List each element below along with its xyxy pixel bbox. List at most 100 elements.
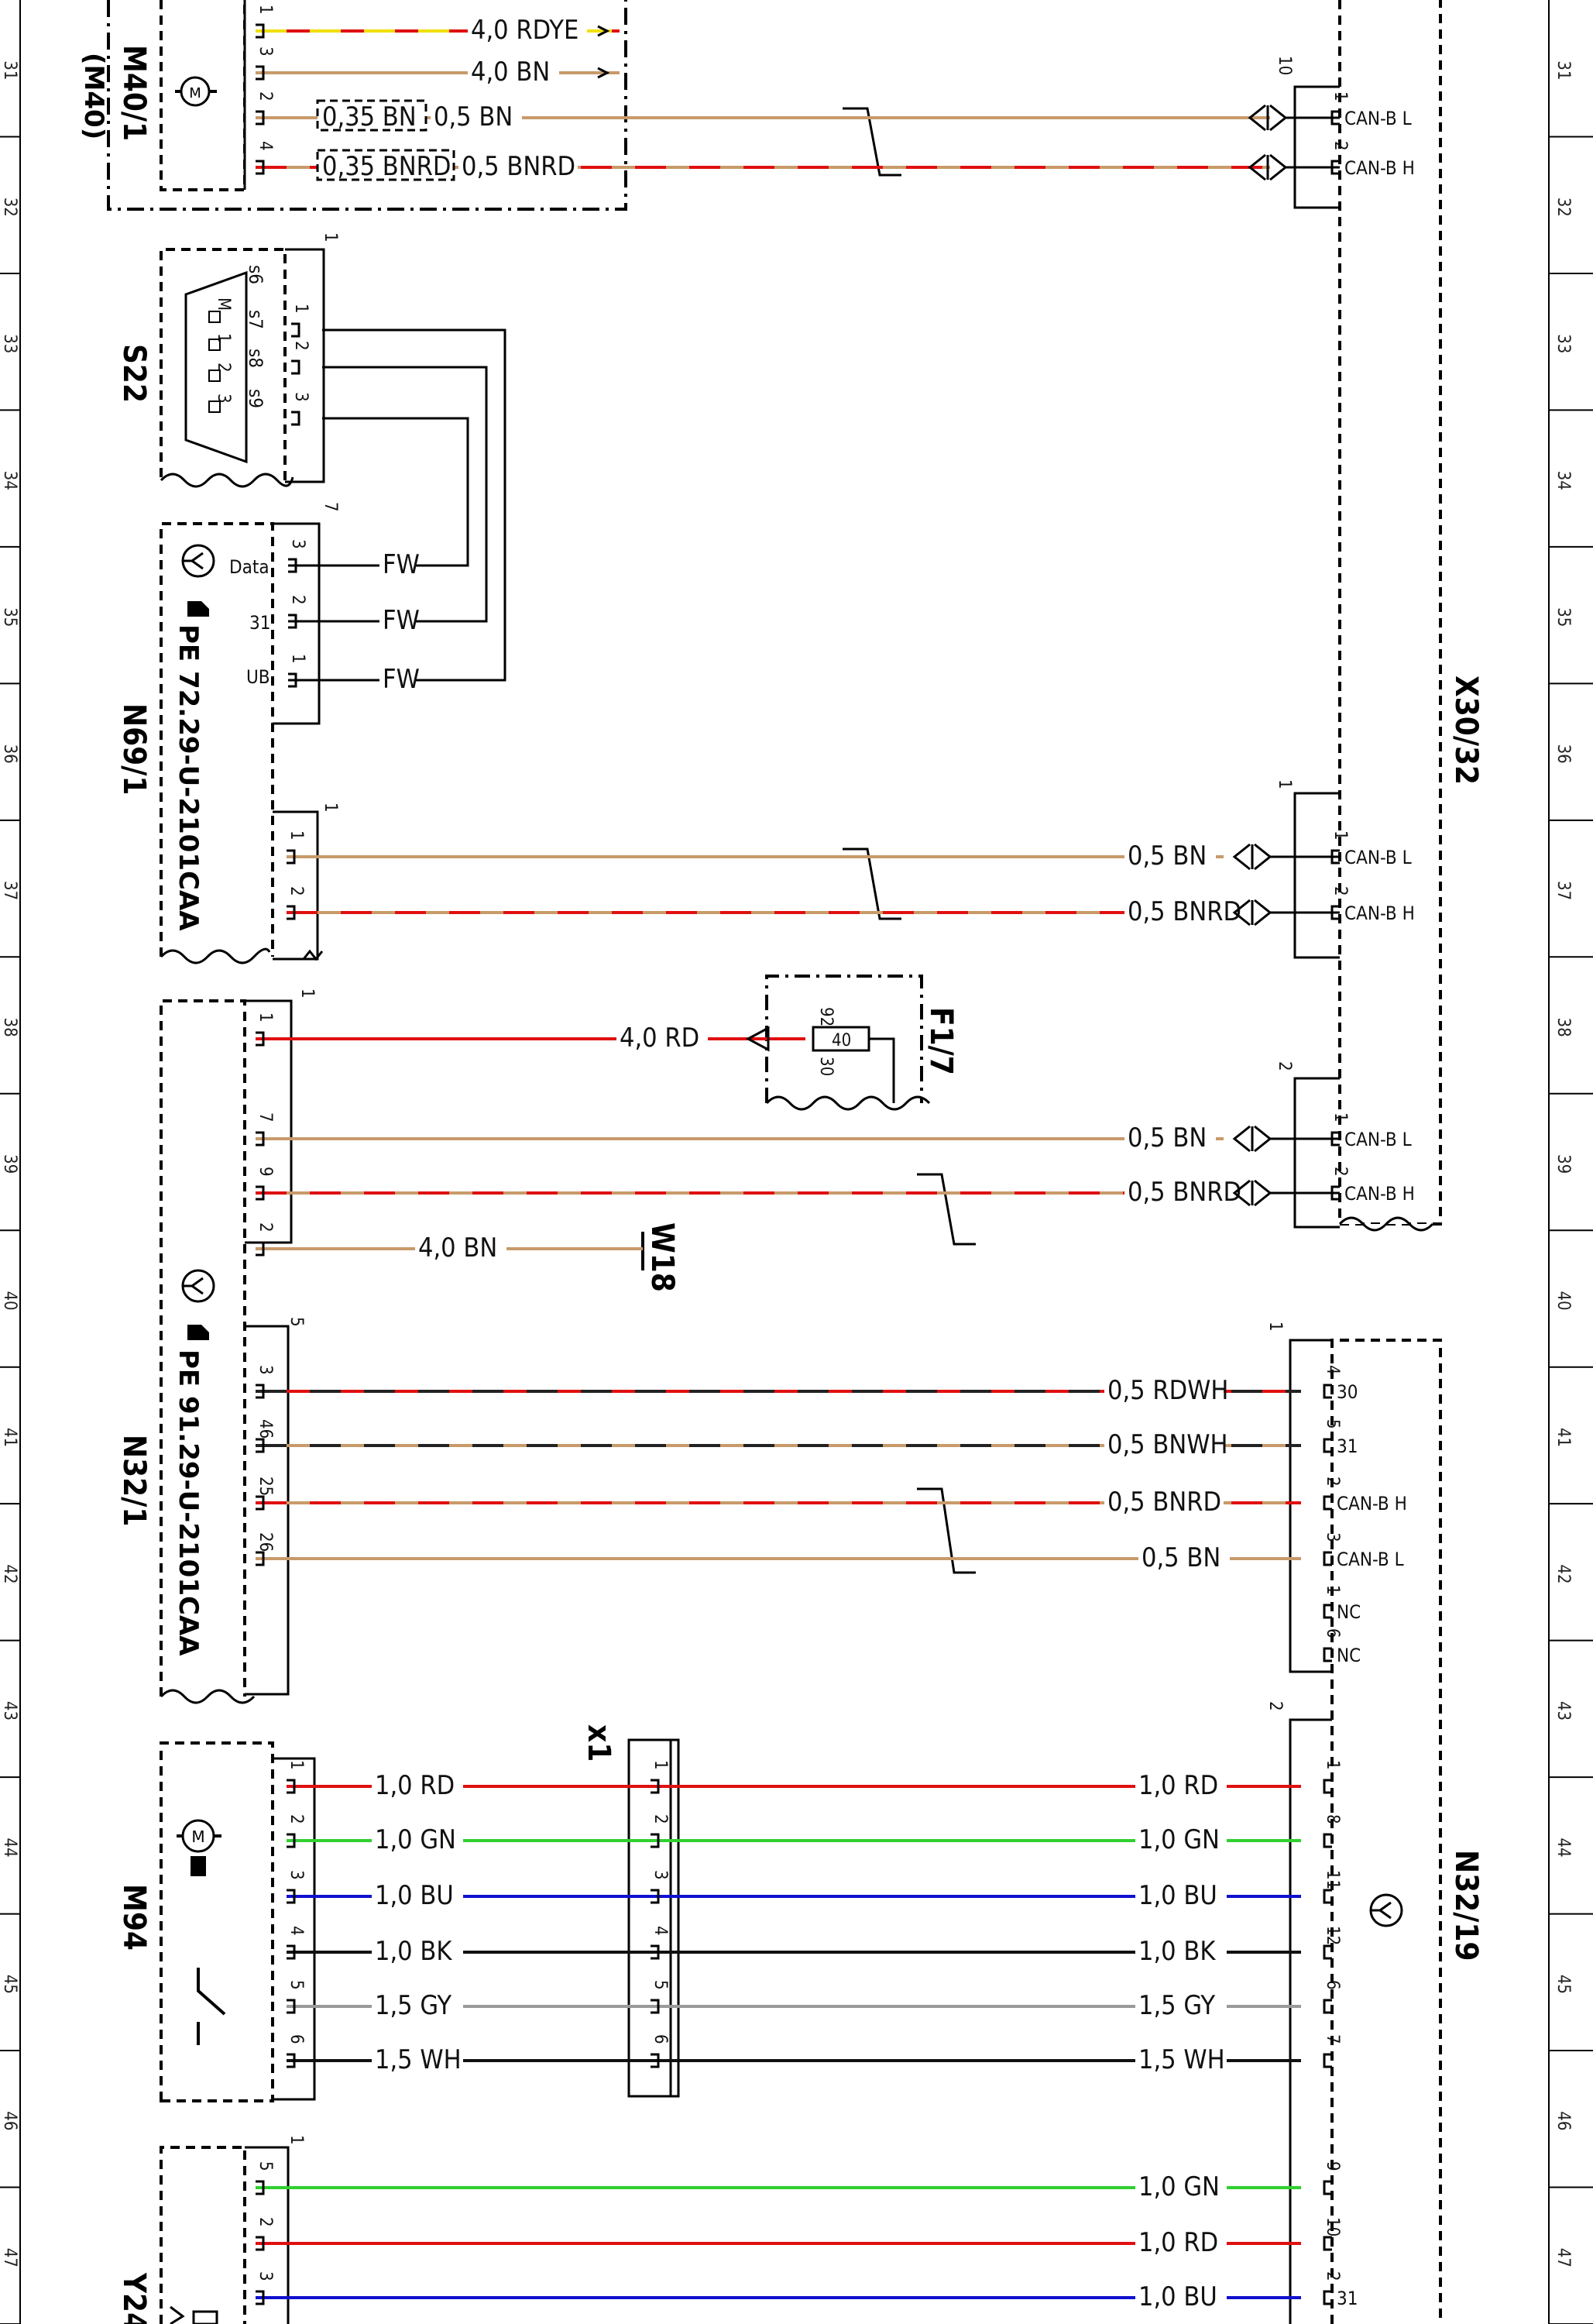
wire-label: 1,0 RD	[1138, 1770, 1218, 1801]
wire-label: 1,0 GN	[1138, 1824, 1220, 1855]
svg-text:s8: s8	[245, 349, 266, 368]
bus-label: CAN-B L	[1344, 1129, 1412, 1150]
bus-endpoint: CAN-B H	[1344, 1183, 1415, 1205]
bus-endpoint: 31	[1337, 2288, 1358, 2309]
pin-number: 2	[651, 1814, 670, 1824]
ecu-icon	[181, 1269, 215, 1303]
pin-number: 2	[1330, 141, 1350, 151]
pin-contact: 12	[1323, 1926, 1342, 1960]
component-sub: (M40)	[78, 53, 109, 139]
component-x30-32[interactable]: X30/32	[1293, 0, 1484, 1232]
wire-w9: 0,5 BNRD	[287, 896, 1340, 927]
wire-w1: 4,0 RDYE	[256, 14, 620, 46]
pin-number: 6	[1323, 1628, 1342, 1638]
svg-text:Data: Data	[229, 556, 270, 578]
wire-label: 4,0 BN	[418, 1232, 497, 1263]
pin-contact: 3	[1323, 1532, 1342, 1566]
pin-contact: 1	[651, 1760, 670, 1794]
pin-number: 1	[1330, 1112, 1350, 1122]
pin-number: 1	[256, 5, 275, 15]
component-id: F1/7	[923, 1007, 959, 1075]
pin-number: 1	[1323, 1760, 1342, 1770]
wire-label: 4,0 RD	[620, 1023, 699, 1054]
grid-number: 33	[1554, 334, 1573, 353]
component-n32-1[interactable]: PE 91.29-U-2101CAA N32/1	[116, 999, 293, 1704]
bus-endpoint: CAN-B L	[1337, 1549, 1404, 1570]
wire-label: 0,5 BNRD	[1128, 896, 1241, 927]
pin-number: 1	[287, 1760, 306, 1770]
connector-x1[interactable]: x1	[581, 1724, 680, 2098]
pin-contact: 2	[291, 341, 311, 375]
pin-contact: 4	[256, 141, 275, 175]
wire-w17: 0,5 BN	[256, 1542, 1301, 1573]
grid-number: 42	[1554, 1564, 1573, 1583]
pin-contact: 25	[256, 1477, 275, 1511]
svg-text:1: 1	[287, 2135, 306, 2145]
pin-number: 2	[1330, 886, 1350, 896]
pin-contact: 1	[1323, 1585, 1342, 1619]
pin-contact: 1	[291, 304, 311, 338]
bus-label: CAN-B H	[1344, 1183, 1415, 1205]
grid-number: 36	[1554, 744, 1573, 764]
hand-icon	[187, 601, 209, 617]
component-y24[interactable]: Y24	[116, 2146, 290, 2324]
coupler-icon	[1232, 1125, 1272, 1153]
bus-endpoint: CAN-B L	[1344, 1129, 1412, 1150]
grid-number: 46	[1554, 2111, 1573, 2130]
svg-text:1: 1	[1275, 779, 1294, 789]
component-f1-7[interactable]: 40 92 30 F1/7	[765, 975, 959, 1111]
grid-number: 39	[0, 1154, 19, 1174]
component-m40-1[interactable]: M M40/1 (M40)	[78, 0, 627, 211]
pin-number: 4	[287, 1926, 306, 1936]
pin-contact: 1	[1330, 830, 1350, 865]
bus-endpoint: CAN-B L	[1344, 108, 1412, 129]
pin-number: 5	[287, 1980, 306, 1990]
svg-text:1: 1	[214, 333, 233, 343]
wire-label: 1,0 GN	[1138, 2171, 1220, 2202]
fuse-icon	[812, 1026, 870, 1052]
wire-label: 1,0 BK	[375, 1936, 452, 1967]
pin-contact: 8	[1323, 1814, 1342, 1848]
pin-number: 2	[287, 886, 306, 896]
pin-contact: 4	[287, 1926, 306, 1960]
pin-number: 1	[1330, 91, 1350, 101]
valve-icon	[170, 2305, 218, 2324]
svg-text:M: M	[191, 1827, 204, 1846]
component-n32-19[interactable]: N32/19	[1289, 1339, 1484, 2324]
pin-contact: 4	[651, 1926, 670, 1960]
component-n69-1[interactable]: Data 31 UB PE 72.29-U-2101CAA N69/1	[116, 522, 324, 964]
pin-number: 3	[288, 539, 307, 549]
pin-number: 2	[1323, 1477, 1342, 1487]
pin-number: 6	[1323, 1980, 1342, 1990]
wire-label: 1,0 BU	[375, 1880, 454, 1911]
pin-contact: 26	[256, 1532, 275, 1566]
bus-label: 30	[1337, 1381, 1358, 1403]
pin-number: 46	[256, 1419, 275, 1439]
pin-contact: 6	[287, 2034, 306, 2068]
pin-number: 4	[256, 141, 275, 151]
ecu-icon	[1369, 1893, 1403, 1927]
wire-w12: 0,5 BNRD	[256, 1176, 1340, 1208]
wire-w11: 0,5 BN	[256, 1122, 1340, 1153]
grid-number: 34	[1554, 471, 1573, 490]
fw-loops	[322, 328, 506, 682]
component-id: M40/1	[116, 45, 152, 141]
pin-contact: 2	[1323, 1477, 1342, 1511]
component-m94[interactable]: M M94	[116, 1741, 316, 2102]
bus-endpoint: NC	[1337, 1601, 1361, 1623]
component-s22[interactable]: M 1 2 3 s6 s7 s8 s9 S22	[116, 248, 325, 488]
pin-number: 2	[287, 1814, 306, 1824]
component-id: M94	[116, 1884, 152, 1951]
svg-text:40: 40	[832, 1031, 851, 1050]
component-id: Y24	[116, 2272, 152, 2324]
pin-number: 3	[651, 1870, 670, 1880]
pin-number: 9	[256, 1167, 275, 1177]
grid-number: 31	[1554, 60, 1573, 80]
svg-text:M: M	[214, 297, 233, 311]
wire-label: 0,5 BNRD	[462, 151, 575, 182]
bus-endpoint: CAN-B H	[1337, 1493, 1407, 1514]
